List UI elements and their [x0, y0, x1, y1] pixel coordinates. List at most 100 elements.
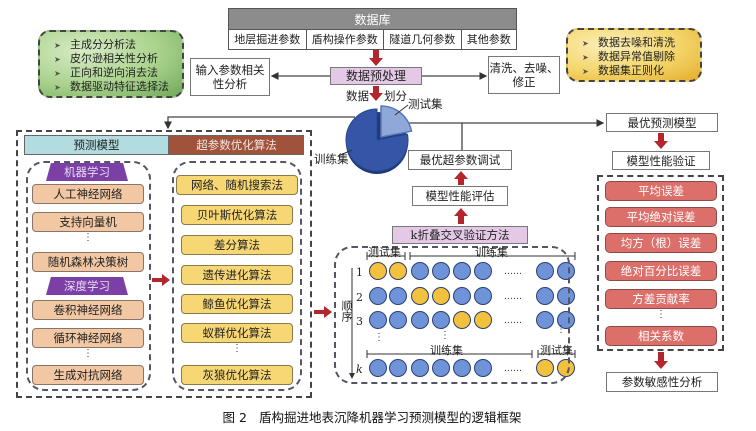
kfold-test-label-top: 测试集: [368, 246, 401, 259]
header-prediction-model: 预测模型: [24, 135, 169, 155]
note-item: ➤数据异常值剔除: [582, 50, 675, 63]
leader-test: [394, 104, 409, 116]
fold-circle-test: [369, 262, 387, 280]
red-arrow-best-to-verify: [654, 133, 668, 149]
bullet-icon: ➤: [54, 83, 61, 92]
opt-ant-colony: 蚁群优化算法: [181, 323, 293, 343]
fold-circle-train: [453, 262, 471, 280]
fold-circle-train: [411, 359, 429, 377]
kfold-box: k折叠交叉验证方法: [392, 226, 528, 244]
fold-circle-train: [432, 262, 450, 280]
opt-whale: 鲸鱼优化算法: [181, 294, 293, 314]
cleaning-box: 清洗、去噪、修正: [488, 56, 560, 94]
model-ann: 人工神经网络: [32, 184, 144, 204]
fold-circle-train: [389, 311, 407, 329]
pie-slice-test: [380, 105, 413, 138]
input-correlation-box: 输入参数相关性分析: [190, 58, 270, 96]
row-label: 1: [356, 266, 363, 279]
sensitivity-analysis-box: 参数敏感性分析: [606, 372, 718, 392]
fold-circle-test: [432, 287, 450, 305]
ellipsis-icon: ⋮: [232, 343, 242, 354]
figure-title: 盾构掘进地表沉降机器学习预测模型的逻辑框架: [258, 410, 522, 425]
opt-bayesian: 贝叶斯优化算法: [181, 205, 293, 225]
red-arrow-opt-to-kfold: [314, 306, 332, 318]
opt-grey-wolf: 灰狼优化算法: [181, 365, 293, 385]
pie-test-label: 测试集: [408, 97, 443, 111]
model-svm: 支持向量机: [32, 212, 144, 232]
metrics-frame: [597, 175, 724, 351]
fold-circle-train: [453, 359, 471, 377]
split-label-data: 数据: [346, 89, 369, 103]
kfold-test-label-bottom: 测试集: [540, 344, 573, 357]
metric-mean-error: 平均误差: [605, 181, 717, 201]
red-arrow-kfold-to-eval: [454, 208, 468, 224]
metric-correlation: 相关系数: [605, 326, 717, 346]
best-hyperparameter-box: 最优超参数调试: [408, 150, 512, 170]
metric-variance-contribution: 方差贡献率: [605, 289, 717, 309]
preprocess-box: 数据预处理: [330, 67, 422, 85]
red-arrow-models-to-opt: [152, 274, 170, 286]
fold-circle-train: [432, 311, 450, 329]
bullet-icon: ➤: [54, 55, 61, 64]
feature-selection-note: ➤主成分分析法 ➤皮尔逊相关性分析 ➤正向和逆向消去法 ➤数据驱动特征选择法: [38, 30, 184, 98]
red-arrow-split: [369, 86, 383, 101]
header-hyperparameter-optimization: 超参数优化算法: [169, 135, 304, 155]
model-frame: [16, 130, 312, 398]
metric-rmse: 均方（根）误差: [605, 233, 717, 253]
note-item: ➤主成分分析法: [54, 38, 136, 51]
metric-mae: 平均绝对误差: [605, 207, 717, 227]
machine-learning-title: 机器学习: [46, 163, 128, 181]
model-rnn: 循环神经网络: [32, 328, 144, 348]
row-label: 2: [356, 291, 363, 304]
kfold-grid: ……………………⋮⋮⋮: [369, 262, 575, 377]
bullet-icon: ➤: [54, 41, 61, 50]
param-tunnel-geometry: 隧道几何参数: [384, 29, 462, 49]
leader-train: [337, 149, 353, 157]
optimizers-panel: [172, 161, 302, 391]
opt-differential: 差分算法: [181, 235, 293, 255]
kfold-train-label-bottom: 训练集: [430, 344, 463, 357]
pie-train-label: 训练集: [314, 152, 349, 166]
kfold-train-label-top: 训练集: [475, 246, 508, 259]
bullet-icon: ➤: [582, 53, 589, 62]
ellipsis-icon: ⋮: [83, 232, 93, 243]
row-label: k: [356, 363, 363, 376]
fold-circle-train: [411, 311, 429, 329]
red-arrow-db-to-preproc: [369, 50, 383, 66]
best-model-box: 最优预测模型: [606, 113, 718, 132]
fold-circle-train: [389, 359, 407, 377]
fold-circle-train: [389, 287, 407, 305]
red-arrows: [152, 50, 668, 369]
deep-learning-title: 深度学习: [46, 277, 128, 295]
note-item: ➤数据集正则化: [582, 64, 664, 77]
fold-row-ellipsis: ……: [504, 292, 522, 302]
fold-circle-train: [536, 262, 554, 280]
kfold-brackets: [349, 252, 576, 379]
ellipsis-icon: ⋮: [83, 348, 93, 359]
model-gan: 生成对抗网络: [32, 365, 144, 385]
row-label: 3: [356, 315, 363, 328]
bullet-icon: ➤: [582, 67, 589, 76]
database-title: 数据库: [229, 9, 516, 30]
fold-circle-train: [453, 287, 471, 305]
pie-slice-train: [345, 108, 409, 172]
fold-circle-test: [474, 311, 492, 329]
model-cnn: 卷积神经网络: [32, 300, 144, 320]
fold-circle-train: [369, 311, 387, 329]
model-random-forest: 随机森林决策树: [32, 252, 144, 272]
model-evaluation-box: 模型性能评估: [412, 186, 508, 206]
opt-grid-random-search: 网络、随机搜索法: [176, 175, 298, 195]
fold-circle-train: [557, 287, 575, 305]
fold-row-ellipsis: ……: [504, 364, 522, 374]
split-label-divide: 划分: [384, 89, 407, 103]
fold-circle-test: [411, 287, 429, 305]
figure-number: 图 2: [222, 410, 247, 425]
figure-caption: 图 2 盾构掘进地表沉降机器学习预测模型的逻辑框架: [0, 407, 756, 426]
bullet-icon: ➤: [54, 69, 61, 78]
model-verification-box: 模型性能验证: [612, 151, 710, 170]
fold-circle-train: [474, 359, 492, 377]
fold-circle-test: [389, 262, 407, 280]
fold-circle-train: [474, 262, 492, 280]
fold-circle-test: [453, 311, 471, 329]
line-pie-to-left-frame: [164, 116, 355, 130]
